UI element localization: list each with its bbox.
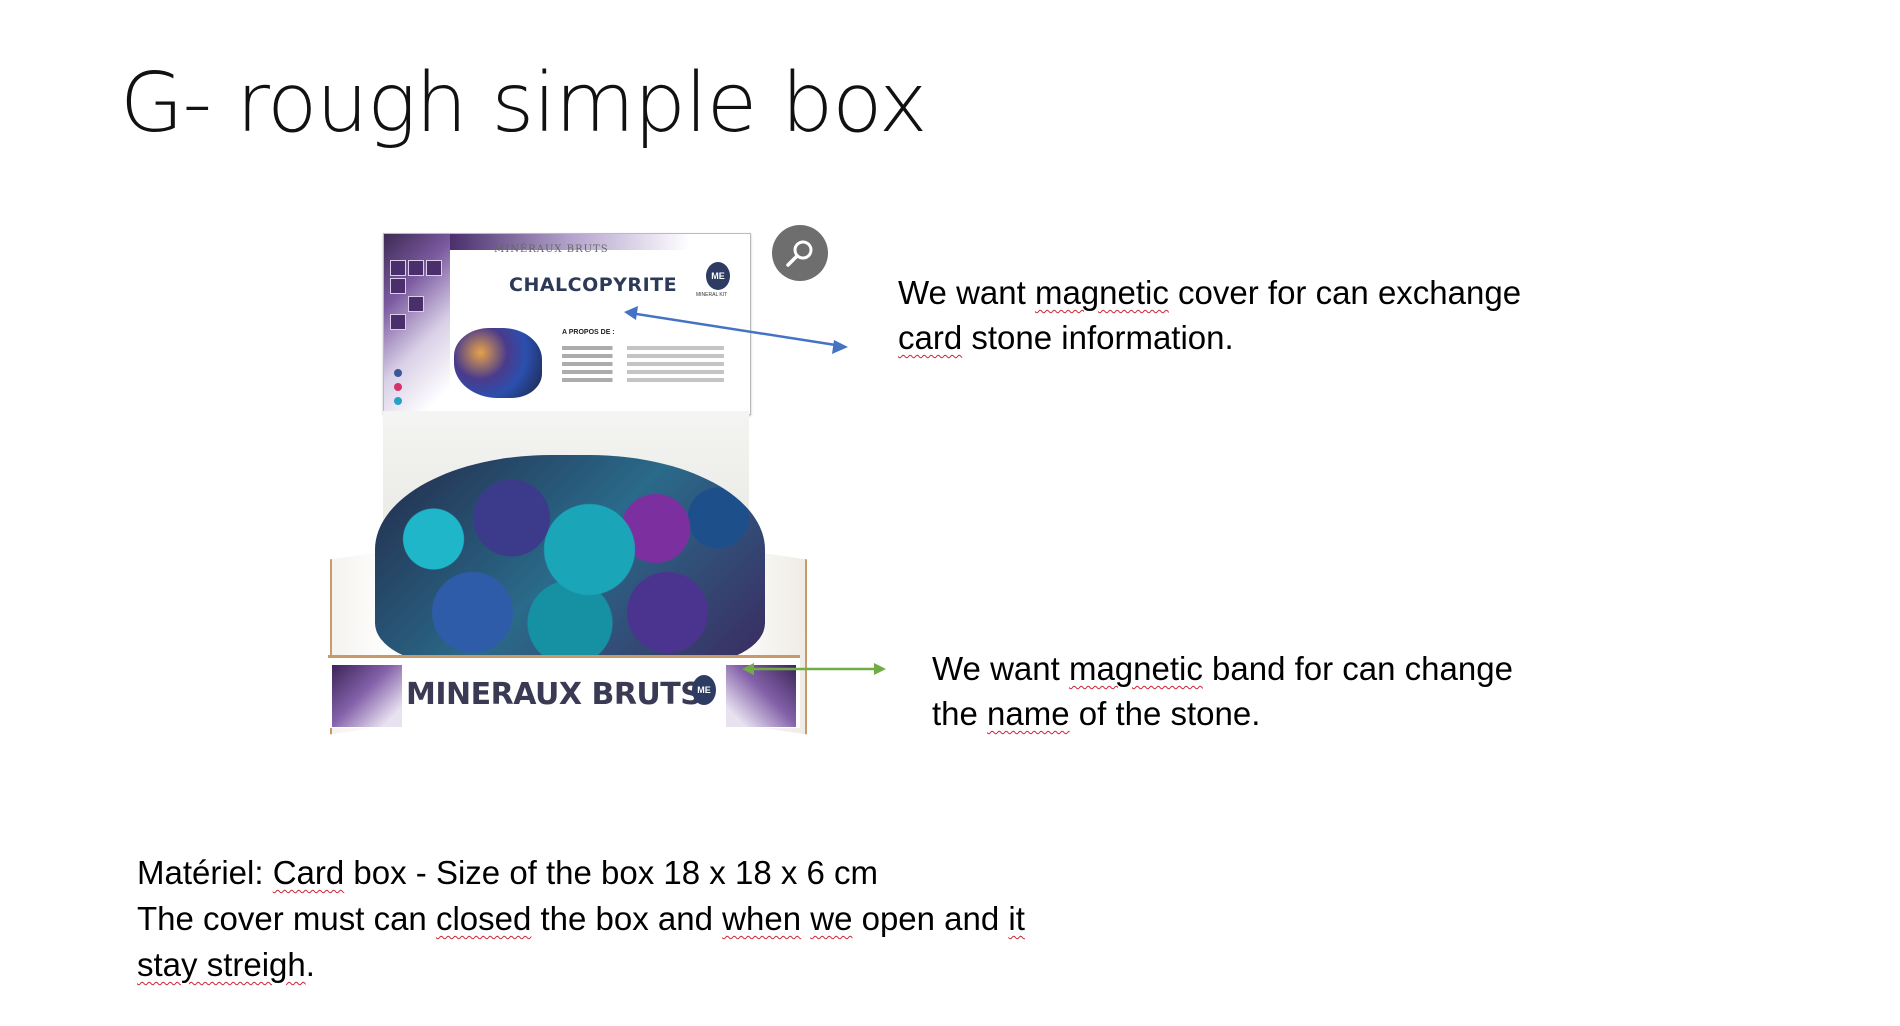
info-card: MINÉRAUX BRUTS CHALCOPYRITE ME MINERAL K…: [383, 233, 751, 415]
text: the box and: [540, 900, 713, 937]
text: stone information.: [971, 319, 1234, 356]
rough-stones: [375, 455, 765, 665]
front-band: MINERAUX BRUTS ME: [332, 665, 796, 727]
text: band for can change: [1212, 650, 1513, 687]
text: magnetic: [1034, 274, 1169, 311]
card-social-icons: [394, 369, 402, 411]
text: stay streigh: [137, 946, 306, 983]
text: the: [932, 695, 978, 732]
instagram-icon: [394, 383, 402, 391]
band-logo: ME: [692, 675, 716, 705]
text: .: [305, 946, 315, 983]
band-arrow: [742, 663, 886, 675]
text: We want: [898, 274, 1026, 311]
cover-note: We want magnetic cover for can exchange …: [898, 270, 1598, 360]
slide-title: G- rough simple box: [120, 56, 927, 151]
band-label: MINERAUX BRUTS: [406, 677, 702, 712]
text: name: [987, 695, 1070, 732]
card-heading: MINÉRAUX BRUTS: [494, 244, 609, 255]
card-logo: ME: [706, 262, 730, 290]
text: magnetic: [1068, 650, 1203, 687]
card-about-heading: A PROPOS DE :: [562, 329, 615, 336]
product-photo: MINÉRAUX BRUTS CHALCOPYRITE ME MINERAL K…: [320, 225, 810, 735]
material-note: Matériel: Card box - Size of the box 18 …: [137, 850, 1117, 988]
text: it: [1008, 900, 1025, 937]
magnifier-icon[interactable]: [772, 225, 828, 281]
band-right-decoration: [726, 665, 796, 727]
card-stone-image: [454, 328, 542, 398]
text: cover for can exchange: [1178, 274, 1522, 311]
card-top-decoration: [450, 234, 750, 250]
text: box - Size of the box 18 x 18 x 6 cm: [353, 854, 879, 891]
cover-arrow: [624, 306, 848, 354]
text: We want: [932, 650, 1060, 687]
text: of the stone.: [1078, 695, 1261, 732]
text: open and: [861, 900, 1000, 937]
band-left-decoration: [332, 665, 402, 727]
text: closed: [435, 900, 532, 937]
facebook-icon: [394, 369, 402, 377]
web-icon: [394, 397, 402, 405]
text: we: [810, 900, 853, 937]
text: Card: [272, 854, 345, 891]
card-stone-name: CHALCOPYRITE: [509, 274, 678, 296]
card-logo-caption: MINERAL KIT: [696, 292, 728, 298]
text: when: [722, 900, 802, 937]
band-note: We want magnetic band for can change the…: [932, 646, 1632, 736]
text: card: [898, 319, 963, 356]
text: The cover must can: [137, 900, 427, 937]
card-info-lines: [562, 346, 742, 386]
text: Matériel:: [137, 854, 264, 891]
